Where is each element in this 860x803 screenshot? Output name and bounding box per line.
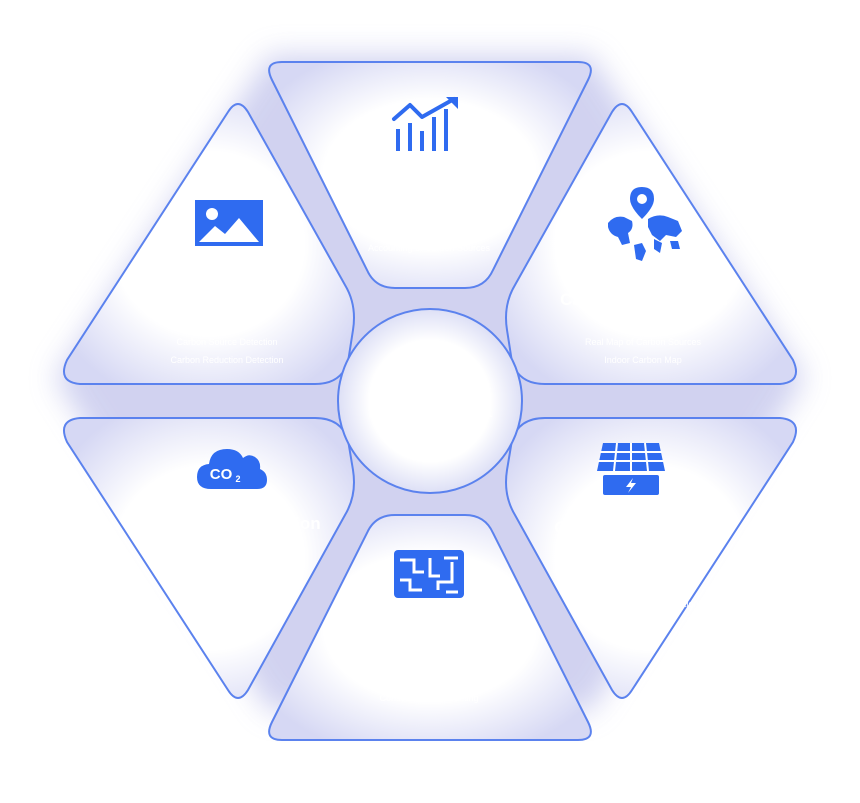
svg-text:CO: CO	[210, 466, 233, 483]
segment-upper-right-labels: Carbon Visualization Real Map of Carbon …	[560, 290, 728, 365]
segment-lower-right-labels: Carbon Reduction Reduction Pathways Ener…	[554, 518, 701, 609]
segment-top[interactable]	[268, 61, 592, 289]
trend-chart-icon	[392, 97, 458, 151]
segments	[63, 61, 797, 741]
segment-upper-right[interactable]	[505, 103, 797, 385]
segment-title: Carbon Verification	[349, 624, 505, 643]
segment-item: Consolidated Accounting	[379, 693, 478, 703]
segment-top-labels: Carbon Accounting Regional Carbon Accoun…	[347, 182, 504, 253]
segment-upper-left-labels: Carbon Remote Carbon Source Detection Ca…	[166, 273, 293, 365]
circuit-board-icon	[394, 550, 464, 598]
segment-item: Carbon Source Detection	[176, 337, 277, 347]
segment-item: Ecological Carbon Sequestration	[567, 599, 698, 609]
segment-item: Real Map of Carbon Sources	[585, 337, 702, 347]
segment-bottom-labels: Carbon Verification Consolidated Account…	[349, 624, 505, 703]
segment-title: Carbon Reduction	[554, 518, 701, 537]
segment-item: Industrial Carbon Accounting	[371, 226, 486, 236]
solar-panel-icon	[597, 442, 665, 495]
segment-item: Accounting of Carbon Sources	[368, 243, 491, 253]
segment-item: Regional Carbon Accounting	[372, 209, 486, 219]
segment-item: Indoor Carbon Map	[604, 355, 682, 365]
segment-item: Carbon Reduction Detection	[170, 355, 283, 365]
image-icon	[195, 200, 263, 246]
svg-text:2: 2	[235, 474, 240, 484]
segment-item: Energy Structure Planning	[580, 583, 685, 593]
segment-item: Reduction Pathways	[592, 567, 675, 577]
segment-bottom[interactable]	[268, 514, 592, 741]
co2-cloud-icon: CO 2	[197, 449, 267, 489]
segment-title: Carbon Accounting	[347, 182, 504, 201]
center-label: DMRK	[367, 379, 493, 426]
segment-title: Dual Carbon Detection	[137, 514, 320, 533]
world-map-pin-icon	[608, 187, 682, 261]
segment-item: Energy Management	[189, 578, 273, 588]
segment-title: Carbon Visualization	[560, 290, 728, 309]
segment-lower-left-labels: Dual Carbon Detection Carbon Emission Ma…	[137, 514, 320, 588]
center-hub[interactable]: DMRK	[337, 308, 523, 494]
segment-title: Carbon Remote	[166, 273, 293, 292]
segment-item: Carbon Emission Management	[169, 561, 293, 571]
